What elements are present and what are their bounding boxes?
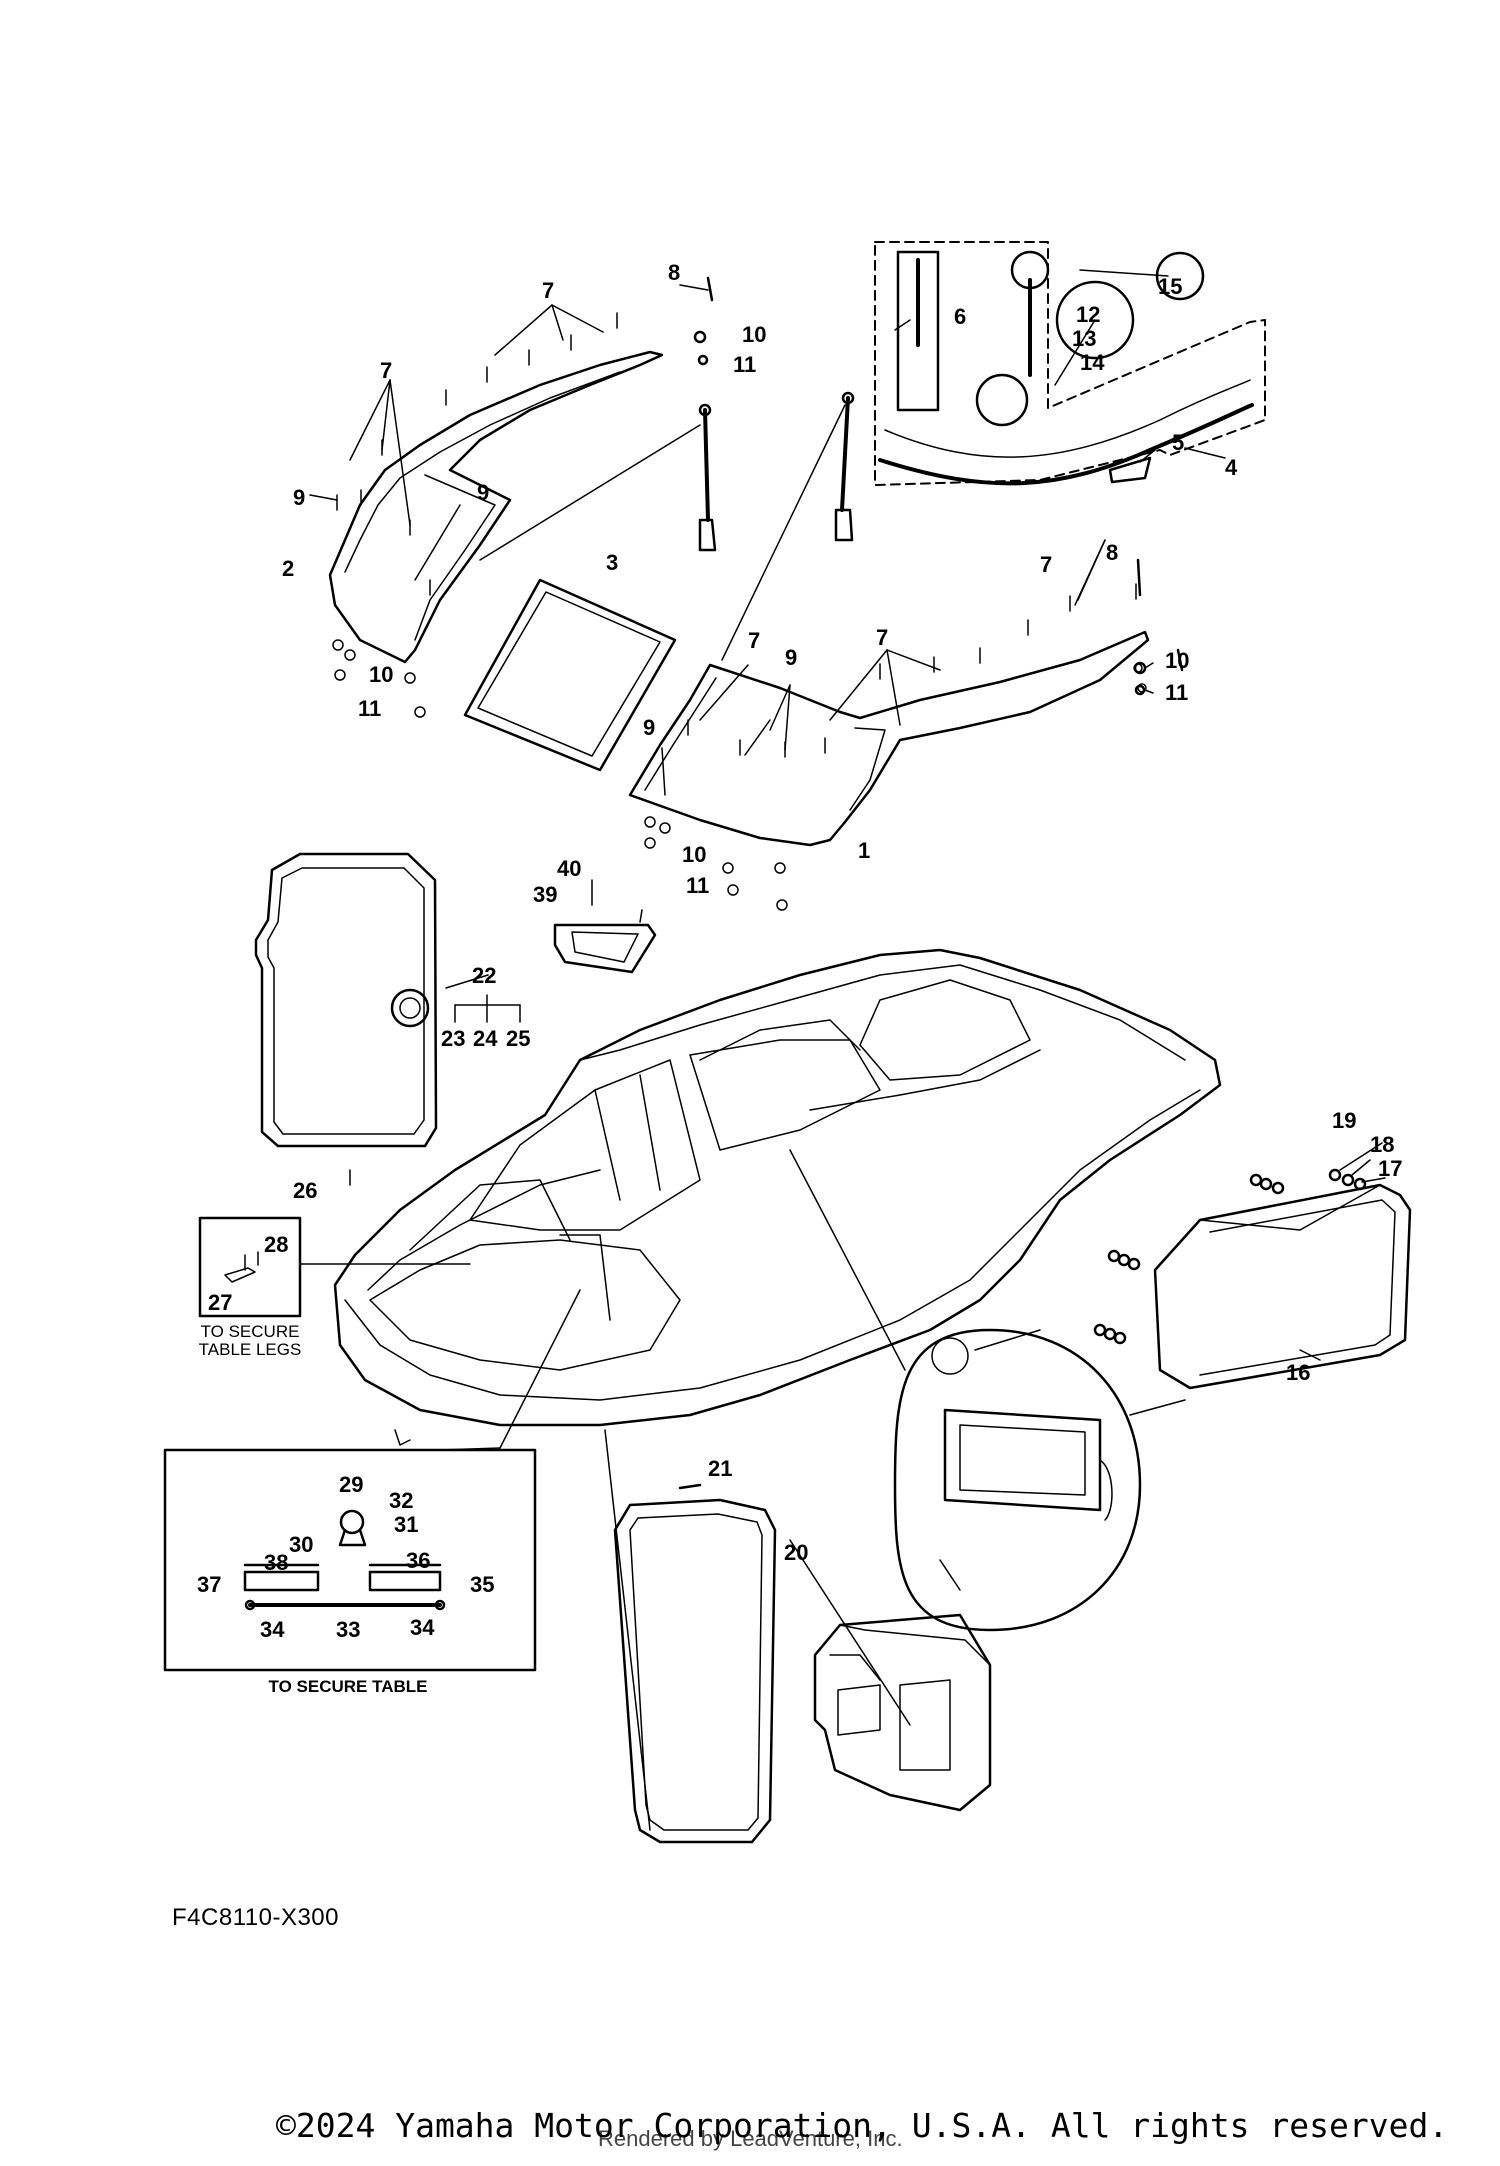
callout-7: 7 [542, 278, 554, 303]
storage-door [604, 1429, 777, 1844]
storage-tray [1093, 1142, 1412, 1390]
figure-code: F4C8110-X300 [172, 1904, 339, 1931]
copyright-notice: ©2024 Yamaha Motor Corporation, U.S.A. A… [276, 2106, 1449, 2145]
callout-20: 20 [784, 1540, 808, 1565]
callout-5: 5 [1172, 430, 1184, 455]
callout-14: 14 [1080, 350, 1105, 375]
callout-8: 8 [668, 260, 680, 285]
callout-11b: 11 [358, 696, 381, 721]
callout-7e: 7 [748, 628, 760, 653]
callout-35: 35 [470, 1572, 494, 1597]
boat-hull [333, 948, 1222, 1446]
callout-19: 19 [1332, 1108, 1356, 1133]
callout-11c: 11 [1165, 680, 1188, 705]
callout-3: 3 [606, 550, 618, 575]
callout-34b: 34 [410, 1615, 435, 1640]
callout-22: 22 [472, 963, 496, 988]
callout-17: 17 [1378, 1156, 1402, 1181]
caption-table-legs-line2: TABLE LEGS [199, 1340, 302, 1359]
callout-34: 34 [260, 1617, 285, 1642]
callout-31: 31 [394, 1512, 418, 1537]
callout-21: 21 [708, 1456, 732, 1481]
callout-27: 27 [208, 1290, 232, 1315]
storage-compartment-box [789, 1539, 992, 1812]
callout-29: 29 [339, 1472, 363, 1497]
bracket-22-23-24-25 [445, 974, 521, 1023]
callout-33: 33 [336, 1617, 360, 1642]
callout-25: 25 [506, 1026, 530, 1051]
callout-9b: 9 [477, 480, 489, 505]
callout-13: 13 [1072, 326, 1096, 351]
cup-holder [553, 879, 657, 974]
windshield-right-panel [628, 630, 1150, 847]
leader-lines [309, 269, 1226, 796]
callout-10d: 10 [682, 842, 706, 867]
callout-4: 4 [1225, 455, 1238, 480]
caption-table-legs-line1: TO SECURE [201, 1322, 300, 1341]
callout-10: 10 [742, 322, 766, 347]
callout-6: 6 [954, 304, 966, 329]
stay-rods [693, 276, 1184, 696]
callout-15: 15 [1158, 274, 1182, 299]
callout-labels: 1 2 3 4 5 6 7 7 7 7 7 8 8 9 9 9 9 10 10 … [197, 260, 1402, 1642]
callout-10b: 10 [369, 662, 393, 687]
fastener-screws [332, 312, 1147, 911]
render-credit: Rendered by LeadVenture, Inc. [598, 2126, 903, 2151]
callout-1: 1 [858, 838, 870, 863]
table-inset [163, 1289, 581, 1672]
callout-32: 32 [389, 1488, 413, 1513]
callout-37: 37 [197, 1572, 221, 1597]
captions: TO SECURE TABLE LEGS TO SECURE TABLE [199, 1322, 428, 1696]
callout-38: 38 [264, 1550, 288, 1575]
callout-26: 26 [293, 1178, 317, 1203]
callout-39: 39 [533, 882, 557, 907]
callout-36: 36 [406, 1548, 430, 1573]
callout-40: 40 [557, 856, 581, 881]
caption-secure-table: TO SECURE TABLE [269, 1677, 428, 1696]
callout-28: 28 [264, 1232, 288, 1257]
windshield-glass-panel [463, 578, 677, 772]
hatch-cover-panel [254, 852, 438, 1148]
callout-23: 23 [441, 1026, 465, 1051]
callout-11d: 11 [686, 873, 709, 898]
callout-9c: 9 [785, 645, 797, 670]
seal-detail-inset [874, 241, 1266, 486]
callout-11: 11 [733, 352, 756, 377]
callout-2: 2 [282, 556, 294, 581]
windshield-left-panel [328, 350, 664, 664]
storage-detail-view [789, 1149, 1186, 1632]
callout-7d: 7 [876, 625, 888, 650]
callout-8b: 8 [1106, 540, 1118, 565]
callout-7b: 7 [380, 358, 392, 383]
callout-10c: 10 [1165, 648, 1189, 673]
callout-12: 12 [1076, 302, 1100, 327]
callout-9: 9 [293, 485, 305, 510]
callout-7c: 7 [1040, 552, 1052, 577]
callout-16: 16 [1286, 1360, 1310, 1385]
callout-9d: 9 [643, 715, 655, 740]
callout-24: 24 [473, 1026, 498, 1051]
callout-30: 30 [289, 1532, 313, 1557]
callout-18: 18 [1370, 1132, 1394, 1157]
table-legs-inset [198, 1216, 471, 1318]
